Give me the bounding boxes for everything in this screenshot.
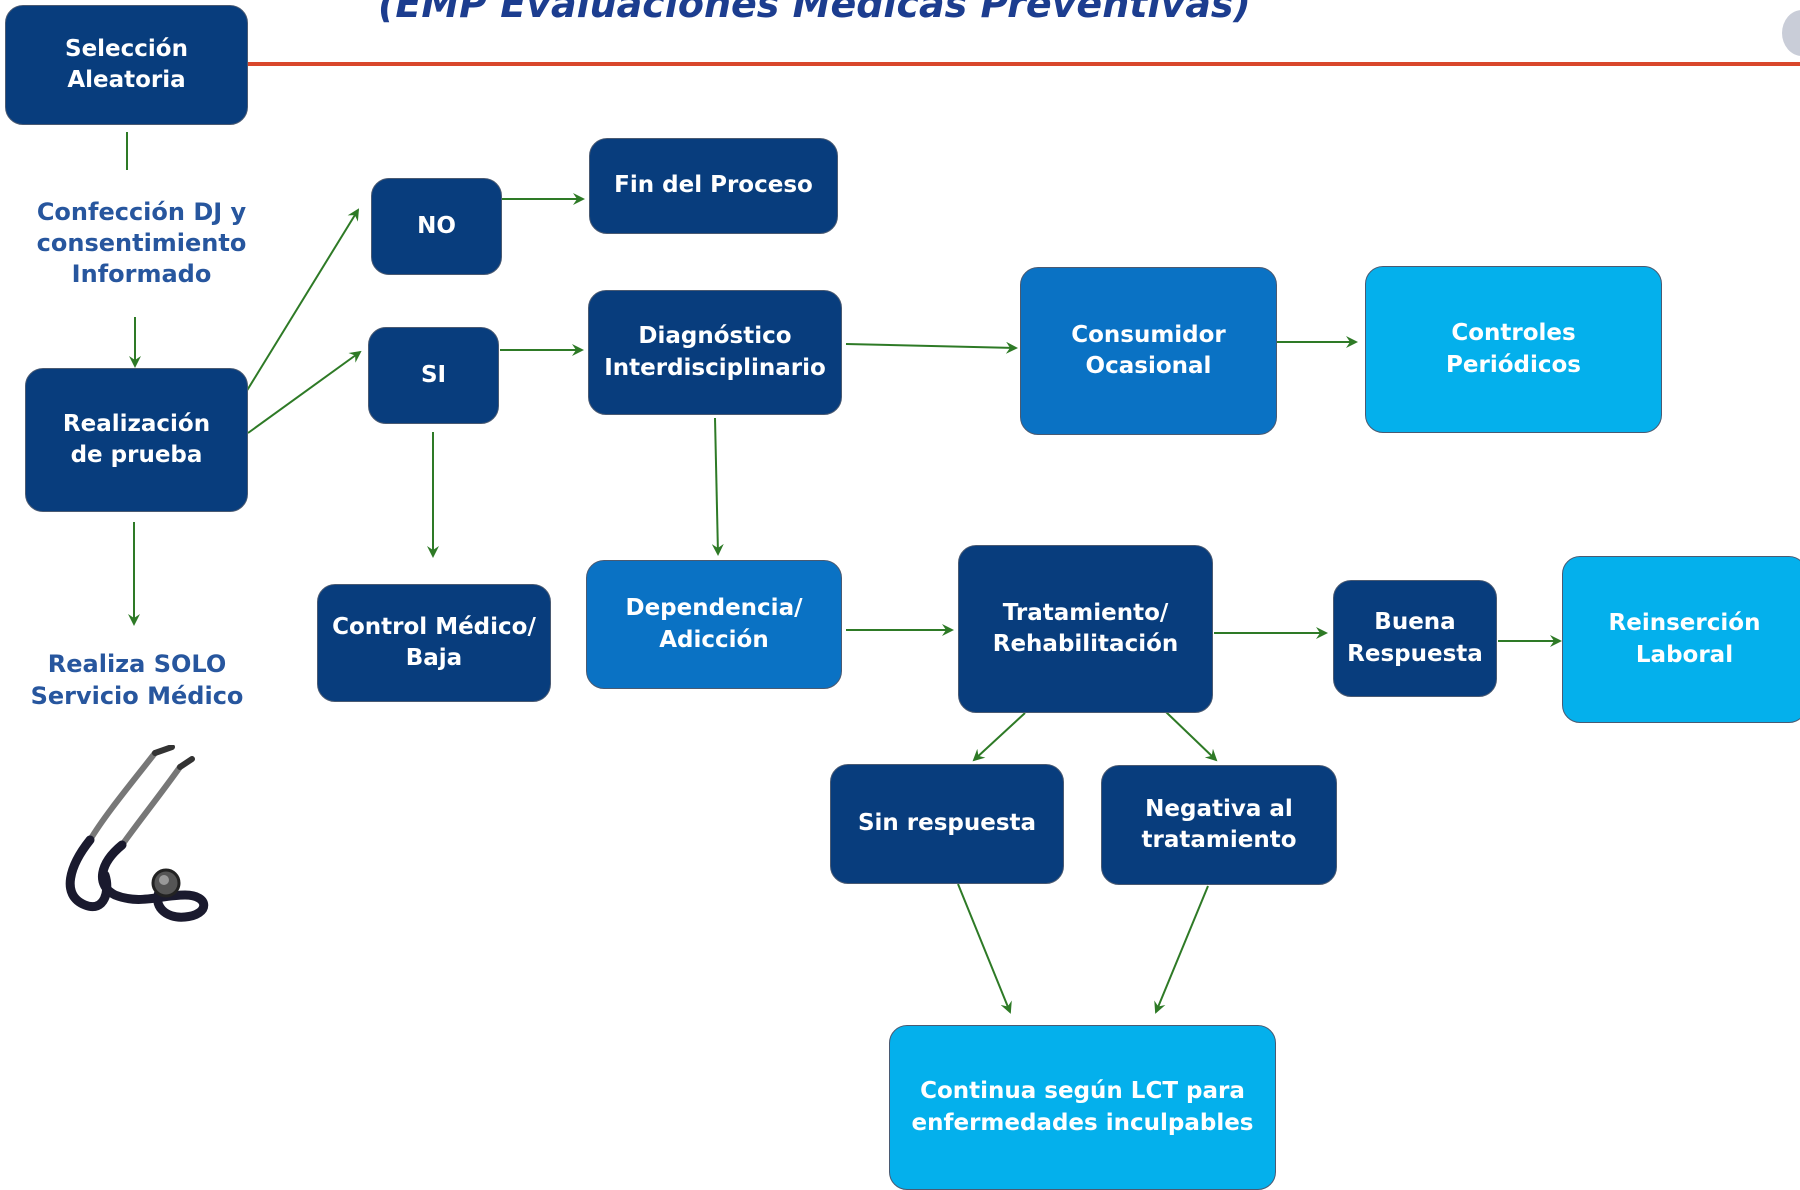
arrow-tratamiento-negativa: [1165, 711, 1218, 762]
arrow-realizacion-si: [247, 350, 362, 434]
node-dependencia: Dependencia/ Adicción: [586, 560, 842, 689]
node-realizacion-prueba: Realización de prueba: [25, 368, 248, 512]
node-realiza-solo: Realiza SOLO Servicio Médico: [3, 632, 271, 729]
arrow-diagnostico-dependencia: [711, 417, 724, 556]
node-consumidor-ocasional: Consumidor Ocasional: [1020, 267, 1277, 435]
node-tratamiento: Tratamiento/ Rehabilitación: [958, 545, 1213, 713]
corner-decoration: [1782, 10, 1800, 56]
arrow-diagnostico-consumidor: [845, 341, 1018, 354]
node-controles-periodicos: Controles Periódicos: [1365, 266, 1662, 433]
node-diagnostico: Diagnóstico Interdisciplinario: [588, 290, 842, 415]
node-confeccion-dj: Confección DJ y consentimiento Informado: [3, 170, 280, 317]
node-reinsercion-laboral: Reinserción Laboral: [1562, 556, 1800, 723]
node-continua-lct: Continua según LCT para enfermedades inc…: [889, 1025, 1276, 1190]
title-divider: [245, 62, 1800, 66]
arrow-tratamiento-sinrespuesta: [972, 712, 1026, 762]
node-si: SI: [368, 327, 499, 424]
node-sin-respuesta: Sin respuesta: [830, 764, 1064, 884]
node-buena-respuesta: Buena Respuesta: [1333, 580, 1497, 697]
node-negativa-tratamiento: Negativa al tratamiento: [1101, 765, 1337, 885]
stethoscope-icon: [65, 745, 209, 922]
node-control-medico: Control Médico/ Baja: [317, 584, 551, 702]
diagram-title: (EMP Evaluaciones Médicas Preventivas): [378, 0, 1251, 26]
arrow-realizacion-no: [234, 208, 360, 411]
node-no: NO: [371, 178, 502, 275]
arrow-sinrespuesta-continua: [957, 883, 1012, 1014]
node-fin-proceso: Fin del Proceso: [589, 138, 838, 234]
arrow-negativa-continua: [1154, 885, 1209, 1014]
node-seleccion-aleatoria: Selección Aleatoria: [5, 5, 248, 125]
